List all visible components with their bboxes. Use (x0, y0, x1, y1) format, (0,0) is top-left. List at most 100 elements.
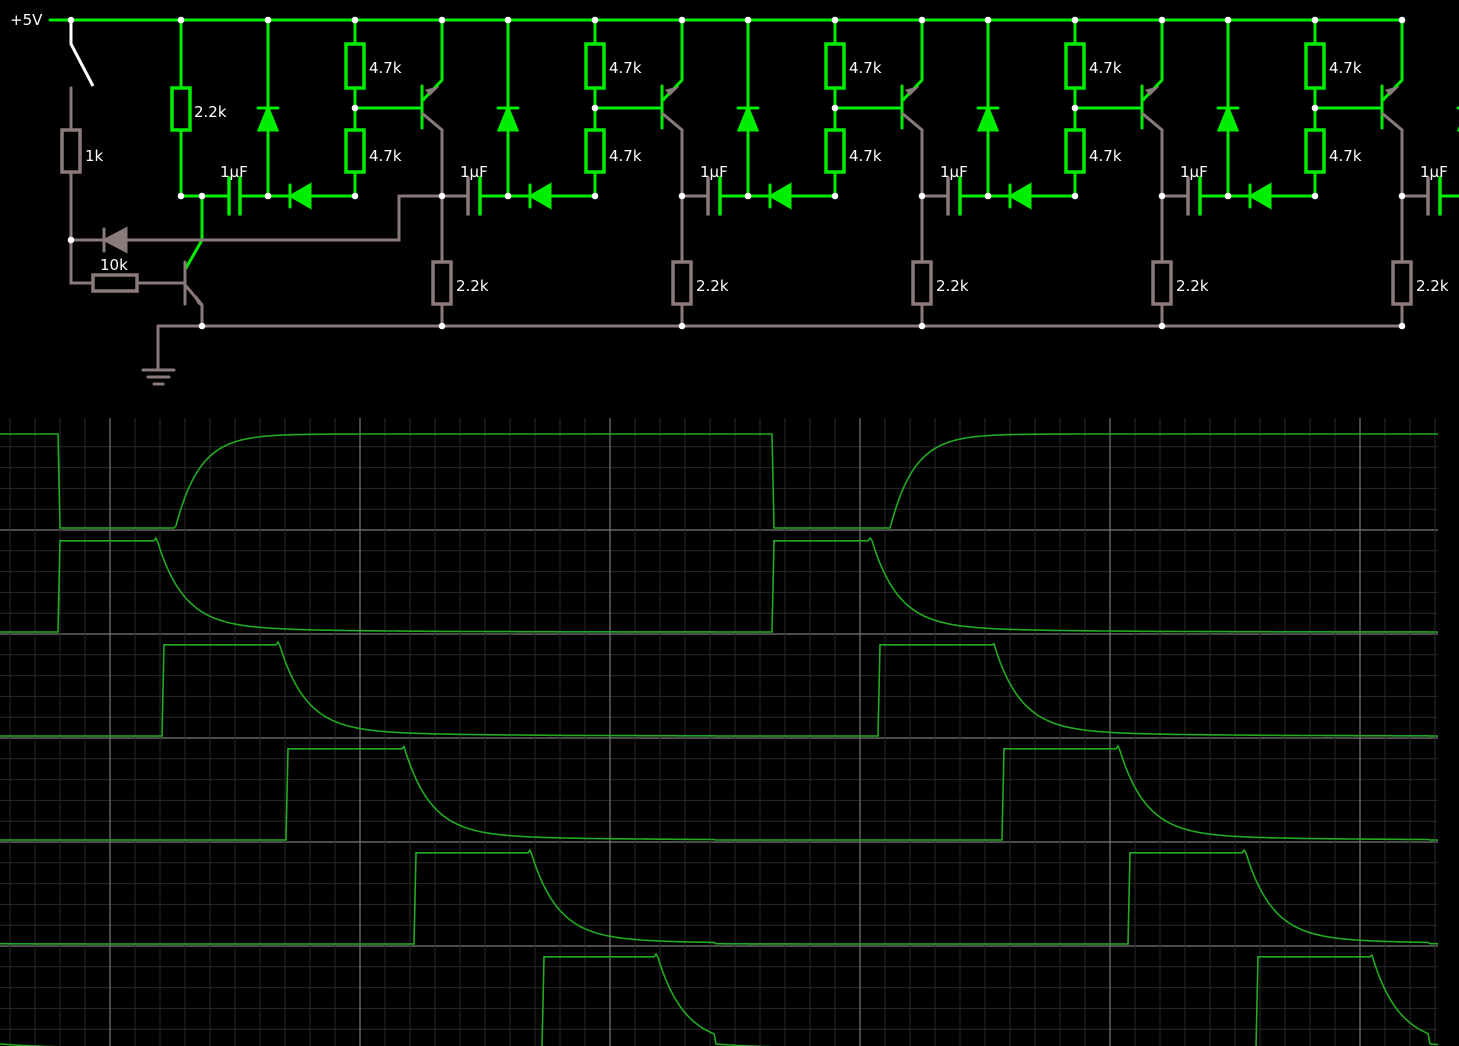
diode-icon (768, 182, 792, 210)
supply-label: +5V (10, 11, 43, 29)
resistor-emitter (431, 260, 453, 306)
node-dot (264, 192, 272, 200)
node-dot (1311, 16, 1319, 24)
resistor-emitter (1391, 260, 1413, 306)
node-dot (438, 16, 446, 24)
label-r-top: 4.7k (1329, 59, 1362, 77)
resistor-top (824, 42, 846, 90)
node-dot (1071, 16, 1079, 24)
node-dot (1398, 322, 1406, 330)
label-cap: 1µF (1180, 163, 1208, 181)
stage-5-gray (1381, 112, 1430, 328)
emitter-arrow (905, 86, 920, 96)
node-dot (744, 192, 752, 200)
node-dot (504, 192, 512, 200)
input-switch[interactable] (69, 20, 95, 87)
diode-icon (528, 182, 552, 210)
node-dot (1224, 16, 1232, 24)
label-10k: 10k (100, 256, 128, 274)
emitter-arrow (425, 86, 440, 96)
node-dot (198, 192, 206, 200)
diode-icon (288, 182, 312, 210)
resistor-bottom (344, 128, 366, 174)
label-2.2k-input: 2.2k (194, 103, 227, 121)
label-cap: 1µF (460, 163, 488, 181)
node-dot (1224, 192, 1232, 200)
label-cap-input: 1µF (220, 163, 248, 181)
label-cap: 1µF (940, 163, 968, 181)
node-dot (591, 16, 599, 24)
node-dot (831, 16, 839, 24)
node-dot (678, 192, 686, 200)
label-r-top: 4.7k (1089, 59, 1122, 77)
resistor-emitter (671, 260, 693, 306)
stages-gray (421, 112, 1430, 328)
label-r-bottom: 4.7k (369, 147, 402, 165)
node-dot (177, 192, 185, 200)
scope-trace-6 (0, 952, 1439, 1046)
stage-3 (788, 18, 1032, 216)
emitter-arrow (1385, 86, 1400, 96)
scope-trace-1 (0, 433, 1438, 529)
scope-trace-3 (0, 640, 1438, 737)
label-r-bottom: 4.7k (1089, 147, 1122, 165)
inactive-network (60, 86, 1404, 386)
node-dot (831, 104, 839, 112)
resistor-emitter (1151, 260, 1173, 306)
scope-grid (0, 418, 1438, 1046)
node-dot (351, 192, 359, 200)
circuit-schematic: +5V 4.7k 4.7k 1µF 2.2k 4.7k 4.7k 1µF 2.2k 4.7k 4.… (10, 11, 1459, 386)
label-cap: 1µF (700, 163, 728, 181)
node-dot (984, 192, 992, 200)
label-cap: 1µF (1420, 163, 1448, 181)
diode-icon (101, 226, 128, 254)
diode-icon (736, 104, 760, 132)
node-dot (504, 16, 512, 24)
node-dot (1158, 192, 1166, 200)
node-dot (918, 16, 926, 24)
node-dot (351, 16, 359, 24)
node-dot (198, 322, 206, 330)
resistor-top (1064, 42, 1086, 90)
node-dot (177, 16, 185, 24)
label-r-bottom: 4.7k (1329, 147, 1362, 165)
stage-5 (1268, 18, 1459, 216)
scope-trace-5 (0, 848, 1439, 945)
node-dot (984, 16, 992, 24)
scope-trace-4 (0, 744, 1438, 841)
node-dot (438, 322, 446, 330)
stage-4 (1028, 18, 1272, 216)
resistor-bottom (1064, 128, 1086, 174)
label-r-emitter: 2.2k (456, 277, 489, 295)
node-dots (67, 16, 1406, 330)
resistor-1k (60, 128, 82, 174)
label-r-bottom: 4.7k (849, 147, 882, 165)
node-dot (918, 322, 926, 330)
node-dot (831, 192, 839, 200)
scope-traces (0, 433, 1439, 1046)
node-dot (591, 192, 599, 200)
node-dot (1398, 192, 1406, 200)
stage-1 (308, 18, 552, 216)
emitter-arrow (665, 86, 680, 96)
node-dot (1311, 104, 1319, 112)
stage-1-gray (421, 112, 470, 328)
node-dot (1158, 16, 1166, 24)
resistor-top (1304, 42, 1326, 90)
label-r-emitter: 2.2k (696, 277, 729, 295)
node-dot (678, 16, 686, 24)
node-dot (351, 104, 359, 112)
node-dot (1311, 192, 1319, 200)
resistor-2.2k-input (170, 86, 192, 132)
diode-icon (1008, 182, 1032, 210)
label-r-emitter: 2.2k (1176, 277, 1209, 295)
resistor-10k (91, 273, 139, 293)
node-dot (1071, 104, 1079, 112)
node-dot (264, 16, 272, 24)
label-r-top: 4.7k (369, 59, 402, 77)
label-r-emitter: 2.2k (1416, 277, 1449, 295)
stage-2-gray (661, 112, 710, 328)
node-dot (438, 192, 446, 200)
resistor-bottom (824, 128, 846, 174)
node-dot (918, 192, 926, 200)
